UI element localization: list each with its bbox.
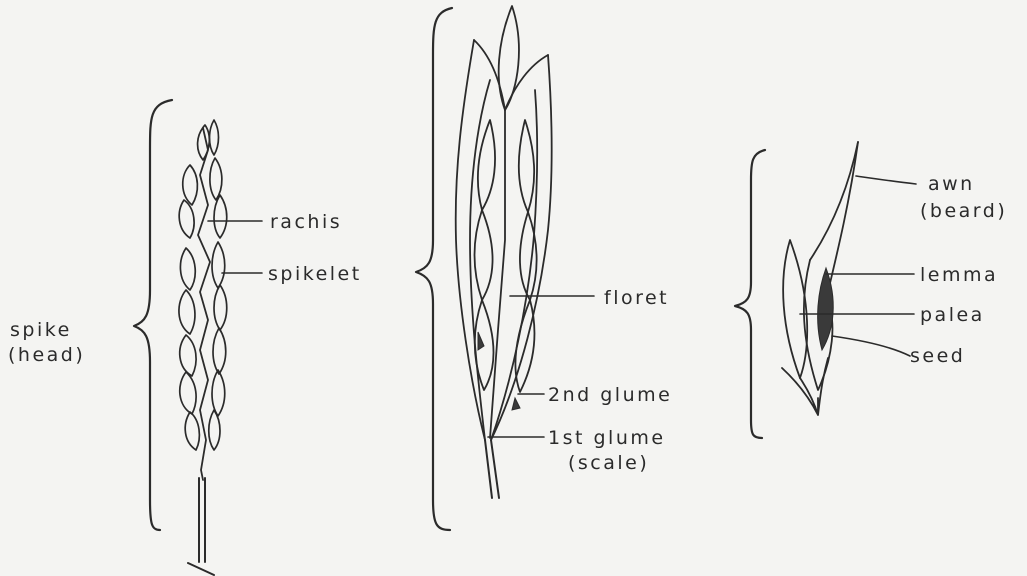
label-seed: seed <box>910 345 965 367</box>
floret-brace <box>735 150 765 438</box>
awn-line-2 <box>810 142 858 260</box>
floret-base <box>782 358 828 415</box>
spike-panel: spike (head) rachis spikelet <box>8 100 362 575</box>
label-rachis: rachis <box>270 211 342 233</box>
awn-leader <box>856 176 916 184</box>
spike-stem <box>188 478 214 575</box>
spikelet-stem <box>485 440 499 498</box>
spikelet-shading <box>478 332 520 410</box>
label-awn: awn <box>928 173 975 195</box>
label-scale: (scale) <box>568 452 649 474</box>
label-palea: palea <box>920 304 985 326</box>
floret-group <box>456 6 552 440</box>
spike-brace <box>134 100 172 530</box>
label-spikelet: spikelet <box>268 263 362 285</box>
spikelet-brace <box>416 8 452 530</box>
floret-panel: awn (beard) lemma palea seed <box>735 142 1007 438</box>
label-beard: (beard) <box>920 200 1007 222</box>
label-floret: floret <box>604 287 669 309</box>
label-second-glume: 2nd glume <box>548 384 672 406</box>
label-first-glume: 1st glume <box>548 427 666 449</box>
label-spike: spike <box>10 319 72 341</box>
label-lemma: lemma <box>920 264 998 286</box>
spikelet-panel: floret 2nd glume 1st glume (scale) <box>416 6 672 530</box>
label-head: (head) <box>8 344 85 366</box>
seed-leader <box>832 336 910 356</box>
